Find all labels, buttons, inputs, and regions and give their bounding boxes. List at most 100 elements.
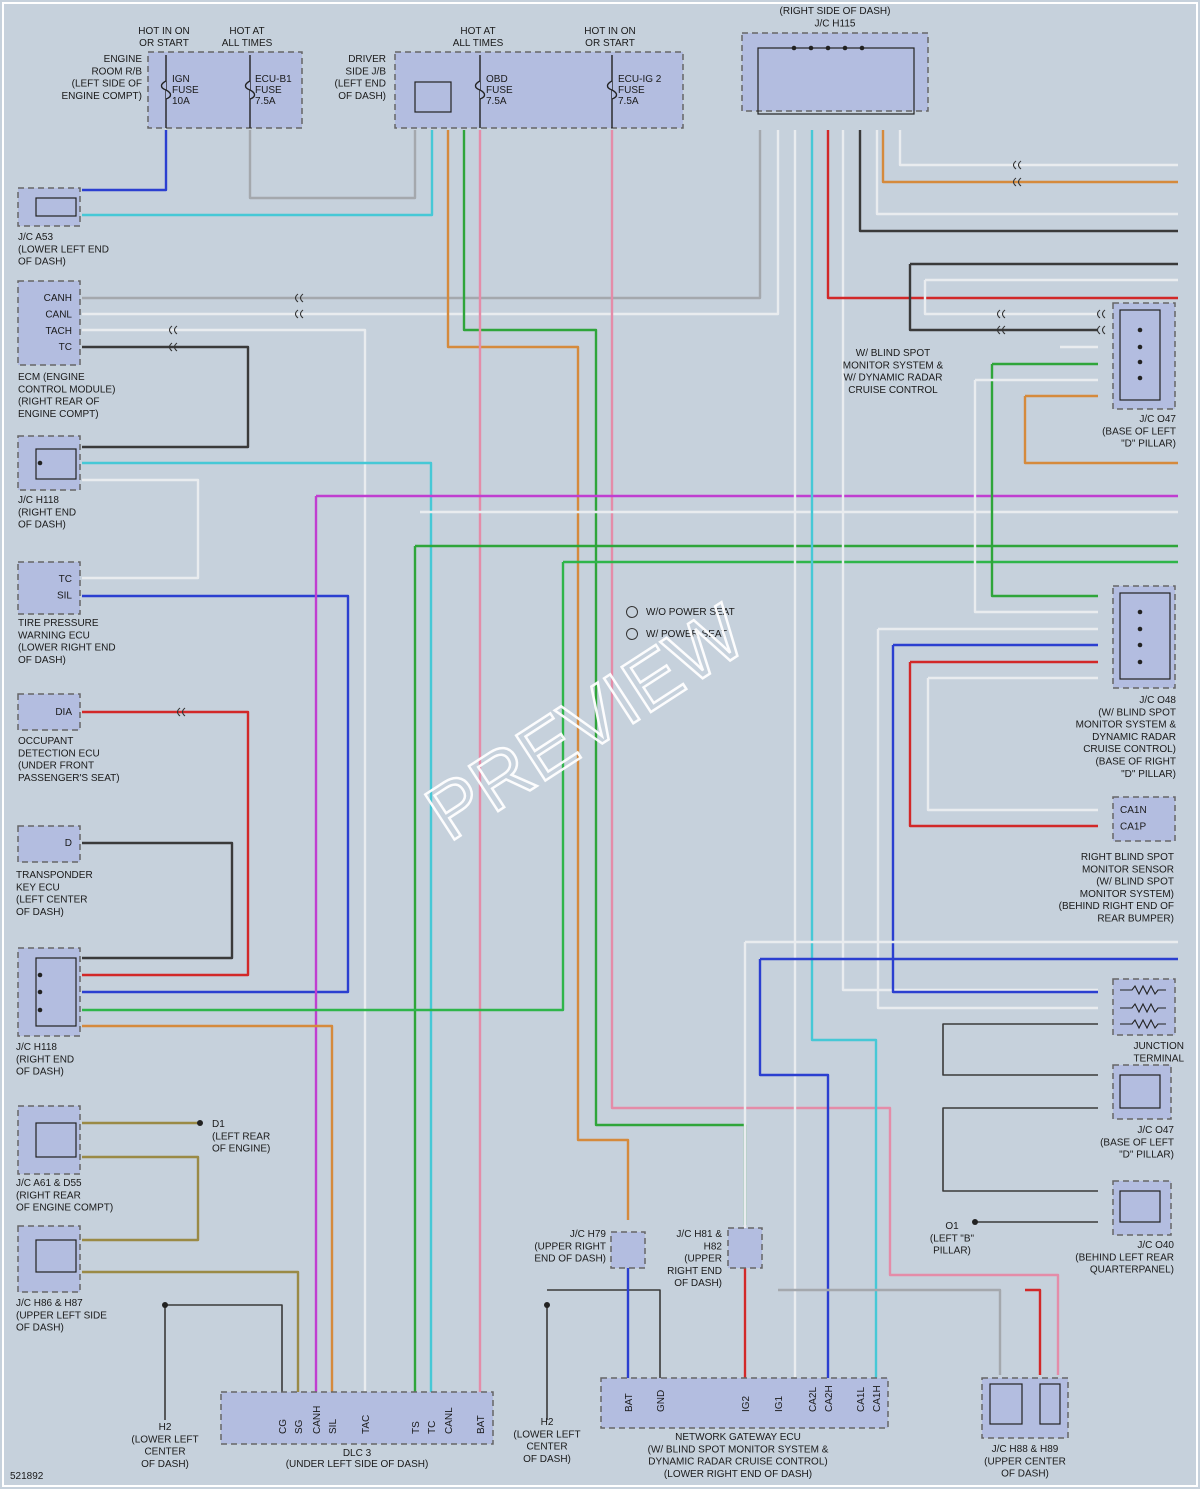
driver-side-jb-label: OF DASH): [338, 91, 386, 102]
dlc3-label: (UNDER LEFT SIDE OF DASH): [286, 1459, 429, 1470]
or-start-label: OR START: [139, 38, 189, 49]
jc-h118-label: OF DASH): [18, 520, 66, 531]
ecm-label: ENGINE COMPT): [18, 409, 99, 420]
jc-o48-label: (BASE OF RIGHT: [1095, 757, 1176, 768]
jc-h88-h89-label: (UPPER CENTER: [984, 1456, 1066, 1467]
driver-side-jb-label: DRIVER: [348, 54, 386, 65]
wire-red-ca1p: [908, 662, 1098, 828]
jc-h118-top: [17, 435, 81, 491]
ode-pin-dia: DIA: [55, 707, 72, 718]
ground-h2-label: (LOWER LEFT: [131, 1434, 198, 1445]
jc-a53-label: OF DASH): [18, 257, 66, 268]
jc-o40-label: QUARTERPANEL): [1090, 1265, 1174, 1276]
ecm: [17, 280, 81, 366]
wire-org-9: [1023, 396, 1178, 465]
wire-ltgrn-h118b: [82, 562, 565, 1012]
jc-o40-label: J/C O40: [1137, 1240, 1174, 1251]
wire-org-dlc: [82, 1024, 334, 1395]
ground-d1-label: D1: [212, 1119, 225, 1130]
connector-icon: [294, 309, 304, 319]
hot-at-label: HOT AT: [460, 26, 495, 37]
gw-pin-ca1l: CA1L: [856, 1387, 867, 1412]
hot-at-label: HOT AT: [229, 26, 264, 37]
jc-o48-label: (W/ BLIND SPOT: [1098, 707, 1176, 718]
jc-a53-label: (LOWER LEFT END: [18, 244, 109, 255]
splice-point: [37, 460, 43, 466]
jc-o40: [1112, 1180, 1172, 1236]
gw-pin-ca1h: CA1H: [872, 1385, 883, 1412]
h88-bus: [989, 1383, 1023, 1425]
wire-whtblk-jt: [942, 1023, 1098, 1076]
legend-w-power-seat: W/ POWER SEAT: [646, 629, 727, 640]
wire-blk-tc: [82, 345, 250, 449]
resistor-icon: [1120, 1018, 1166, 1030]
jc-h86-h87: [17, 1225, 81, 1293]
legend-wo-power-seat: W/O POWER SEAT: [646, 607, 735, 618]
occupant-detection-ecu-label: OCCUPANT: [18, 736, 73, 747]
driver-side-jb-label: (LEFT END: [335, 79, 387, 90]
blind-spot-note: W/ DYNAMIC RADAR: [844, 373, 943, 384]
wire-wht-3: [875, 130, 1178, 216]
right-blind-spot-sensor-label: MONITOR SENSOR: [1082, 864, 1174, 875]
jc-h81-h82-label: OF DASH): [674, 1278, 722, 1289]
or-start-label: OR START: [585, 38, 635, 49]
gw-pin-gnd: GND: [656, 1390, 667, 1412]
jc-a61-d55-label: OF ENGINE COMPT): [16, 1203, 113, 1214]
wire-gry-ecub1: [248, 130, 417, 200]
wire-wht-tach: [82, 328, 367, 1395]
resistor-icon: [1120, 1002, 1166, 1014]
wire-wht-h118: [82, 478, 200, 580]
jc-h79-label: (UPPER RIGHT: [534, 1241, 606, 1252]
jc-h118-label: J/C H118: [16, 1042, 57, 1053]
tpw-pin-tc: TC: [59, 574, 72, 585]
occupant-detection-ecu-label: (UNDER FRONT: [18, 761, 94, 772]
tire-pressure-warning-ecu: [17, 561, 81, 615]
gw-pin-ca2l: CA2L: [808, 1387, 819, 1412]
hot-in-on-label: HOT IN ON: [584, 26, 635, 37]
fuse-icon: [606, 80, 618, 100]
ecm-pin-canh: CANH: [44, 293, 72, 304]
wire-wht-ho2: [923, 280, 1010, 316]
splice-point: [808, 45, 814, 51]
wire-blk-tk: [82, 841, 234, 960]
ground-h2-label: CENTER: [526, 1442, 567, 1453]
ecm-pin-tach: TACH: [46, 326, 72, 337]
jc-h115-label: J/C H115: [815, 18, 856, 29]
ground-h2-label: OF DASH): [141, 1459, 189, 1470]
right-blind-spot-sensor-label: REAR BUMPER): [1097, 914, 1174, 925]
ign-fuse-label: FUSE: [172, 85, 199, 96]
connector-icon: [294, 293, 304, 303]
jc-h79-label: END OF DASH): [534, 1254, 606, 1265]
wire-ltblu-h118: [82, 461, 433, 1395]
wire-wht-canl: [82, 130, 780, 316]
wire-whtblk-gw: [547, 1289, 661, 1395]
resistor-icon: [1120, 984, 1166, 996]
splice-point: [1137, 375, 1143, 381]
ecm-pin-tc: TC: [59, 342, 72, 353]
jc-o47-label: "D" PILLAR): [1121, 439, 1176, 450]
wire-layer: [82, 130, 1178, 1420]
jc-h118-label: OF DASH): [16, 1067, 64, 1078]
wire-wht-1: [898, 130, 1178, 167]
ground-h2-label: H2: [541, 1417, 554, 1428]
splice-point: [1137, 359, 1143, 365]
splice-point: [37, 1007, 43, 1013]
ecu-ig2-fuse-label: 7.5A: [618, 96, 639, 107]
ground-o1-label: PILLAR): [933, 1246, 971, 1257]
jc-h79: [610, 1231, 646, 1269]
jc-h81-h82: [727, 1227, 763, 1269]
o40-bus: [1119, 1190, 1161, 1223]
connector-icon: [168, 342, 178, 352]
network-gateway-ecu-label: (LOWER RIGHT END OF DASH): [664, 1469, 812, 1480]
junction-terminal-label: TERMINAL: [1133, 1053, 1184, 1064]
right-blind-spot-sensor-label: (BEHIND RIGHT END OF: [1059, 901, 1174, 912]
jc-h79-label: J/C H79: [570, 1229, 607, 1240]
ecu-ig2-fuse-label: ECU-IG 2: [618, 74, 662, 85]
jc-o48-label: "D" PILLAR): [1121, 769, 1176, 780]
a53-bus: [35, 197, 77, 217]
connector-icon: [1012, 177, 1022, 187]
h118b-bus: [35, 957, 77, 1027]
jc-o47-label: J/C O47: [1137, 1125, 1174, 1136]
jc-o47-label: (BASE OF LEFT: [1100, 1137, 1174, 1148]
ecm-label: CONTROL MODULE): [18, 384, 115, 395]
